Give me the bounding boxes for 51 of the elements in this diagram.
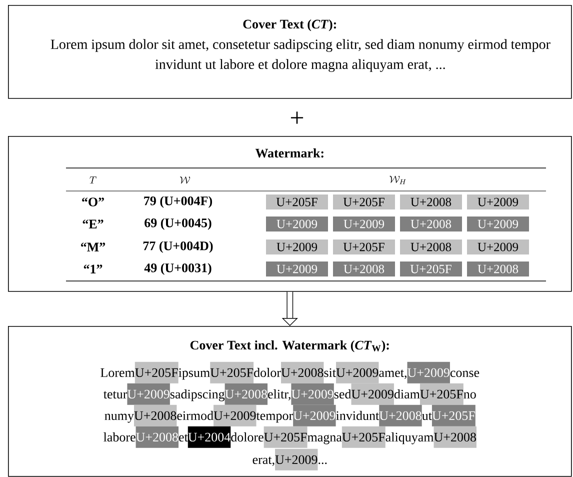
highlighted-code: U+2004 xyxy=(188,426,231,448)
column-header: $\mathcal{W}$ xyxy=(180,176,190,184)
table-cell: “1” xyxy=(84,264,102,274)
highlighted-code: U+2008 xyxy=(379,404,422,426)
column-header: $\mathcal{W}_{H}$ xyxy=(390,176,406,184)
highlighted-code: U+205F xyxy=(400,262,462,276)
highlighted-code: U+205F xyxy=(333,240,395,254)
highlighted-code: U+2009 xyxy=(266,240,328,254)
highlighted-code: U+205F xyxy=(266,194,328,210)
highlighted-code: U+2008 xyxy=(400,194,462,210)
highlighted-code: U+205F xyxy=(333,194,395,210)
highlighted-code: U+2009 xyxy=(351,383,394,405)
highlighted-code: U+2008 xyxy=(400,216,462,232)
table-cell: “E” xyxy=(82,220,104,228)
highlighted-code: U+2008 xyxy=(134,404,177,426)
highlighted-code: U+205F xyxy=(432,404,476,426)
highlighted-code: U+2009 xyxy=(467,240,529,254)
highlighted-code: U+2008 xyxy=(224,383,268,405)
plus-sign: + xyxy=(290,112,304,124)
highlighted-code: U+2009 xyxy=(127,383,170,405)
highlighted-code: U+2008 xyxy=(136,426,179,448)
highlighted-code: U+205F xyxy=(342,426,386,448)
highlighted-code: U+2009 xyxy=(467,216,529,232)
table-cell: 49 (U+0031) xyxy=(144,263,212,275)
watermarked-text-box: Cover Text incl. Watermark (CT$_{W}$): LoremU+205FipsumU+205FdolorU+2008sitU+2009amet,U+2009conse teturU+2009sadipscingU+2008elitr,U+2009sedU+2009diamU+205Fno numyU+2008eirmodU+2009temporU+2009inviduntU+2008utU+205F laboreU+2008etU+2004doloreU+205FmagnaU+205FaliquyamU+2008 erat,U+2009... xyxy=(8,326,572,477)
highlighted-code: U+205F xyxy=(210,362,254,384)
table-cell: 79 (U+004F) xyxy=(144,196,212,208)
highlighted-code: U+2009 xyxy=(407,362,450,384)
table-cell: “O” xyxy=(82,198,104,206)
cover-text-box: Cover Text (CT): Lorem ipsum dolor sit amet, consetetur sadipscing elitr, sed diam nonumy eirmod tempor invidunt ut labore et dolore magna aliquyam erat, ... xyxy=(8,5,572,99)
highlighted-code: U+2009 xyxy=(266,262,328,276)
highlighted-code: U+2009 xyxy=(266,216,328,232)
table-cell: 69 (U+0045) xyxy=(144,218,212,230)
highlighted-code: U+2009 xyxy=(336,362,379,384)
highlighted-code: U+2009 xyxy=(214,404,256,426)
highlighted-code: U+2009 xyxy=(293,404,336,426)
column-header: $T$ xyxy=(90,176,96,184)
table-cell: 77 (U+004D) xyxy=(143,241,213,253)
highlighted-code: U+2008 xyxy=(333,262,395,276)
highlighted-code: U+205F xyxy=(420,383,464,405)
highlighted-code: U+2008 xyxy=(434,426,476,448)
highlighted-code: U+2008 xyxy=(467,262,529,276)
highlighted-code: U+205F xyxy=(264,426,308,448)
highlighted-code: U+2008 xyxy=(400,240,462,254)
highlighted-code: U+2008 xyxy=(281,362,324,384)
highlighted-code: U+2009 xyxy=(333,216,395,232)
highlighted-code: U+2009 xyxy=(467,194,529,210)
table-cell: “M” xyxy=(81,242,106,252)
highlighted-code: U+205F xyxy=(134,362,178,384)
highlighted-code: U+2009 xyxy=(291,383,334,405)
highlighted-code: U+2009 xyxy=(275,448,318,470)
